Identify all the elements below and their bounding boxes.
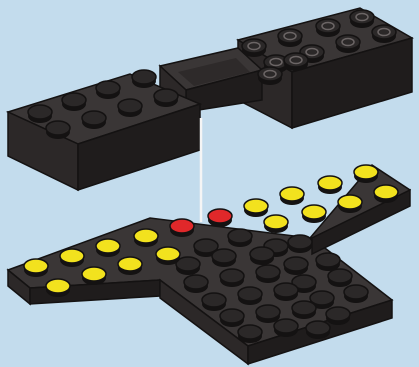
highlighted-stud-yellow: [280, 187, 304, 205]
stud: [96, 81, 120, 99]
stud: [336, 35, 360, 53]
stud: [316, 253, 340, 271]
stud: [350, 10, 374, 28]
highlighted-stud-red: [170, 219, 194, 237]
stud: [238, 287, 262, 305]
highlighted-stud-yellow: [374, 185, 398, 203]
stud: [292, 301, 316, 319]
stud: [250, 247, 274, 265]
highlighted-stud-yellow: [46, 279, 70, 297]
stud: [46, 121, 70, 139]
highlighted-stud-yellow: [244, 199, 268, 217]
highlighted-stud-yellow: [264, 215, 288, 233]
stud: [238, 325, 262, 343]
highlighted-stud-yellow: [118, 257, 142, 275]
stud: [258, 67, 282, 85]
highlighted-stud-yellow: [302, 205, 326, 223]
stud: [274, 283, 298, 301]
upper-assembly: [8, 8, 412, 190]
highlighted-stud-yellow: [156, 247, 180, 265]
stud: [256, 265, 280, 283]
highlighted-stud-yellow: [318, 176, 342, 194]
stud: [278, 29, 302, 47]
stud: [288, 235, 312, 253]
stud: [228, 229, 252, 247]
highlighted-stud-yellow: [96, 239, 120, 257]
stud: [284, 53, 308, 71]
stud: [220, 309, 244, 327]
highlighted-stud-yellow: [24, 259, 48, 277]
highlighted-stud-red: [208, 209, 232, 227]
stud: [62, 93, 86, 111]
stud: [256, 305, 280, 323]
stud: [344, 285, 368, 303]
stud: [118, 99, 142, 117]
stud: [154, 89, 178, 107]
stud: [220, 269, 244, 287]
highlighted-stud-yellow: [338, 195, 362, 213]
highlighted-stud-yellow: [60, 249, 84, 267]
stud: [82, 111, 106, 129]
highlighted-stud-yellow: [354, 165, 378, 183]
stud: [284, 257, 308, 275]
stud: [202, 293, 226, 311]
highlighted-stud-yellow: [82, 267, 106, 285]
stud: [28, 105, 52, 123]
stud: [306, 321, 330, 339]
highlighted-stud-yellow: [134, 229, 158, 247]
stud: [274, 319, 298, 337]
stud: [326, 307, 350, 325]
stud: [372, 25, 396, 43]
lower-cross-plate: [8, 165, 410, 364]
stud: [184, 275, 208, 293]
stud: [132, 70, 156, 88]
stud: [328, 269, 352, 287]
stud: [242, 39, 266, 57]
stud: [316, 19, 340, 37]
stud: [212, 249, 236, 267]
